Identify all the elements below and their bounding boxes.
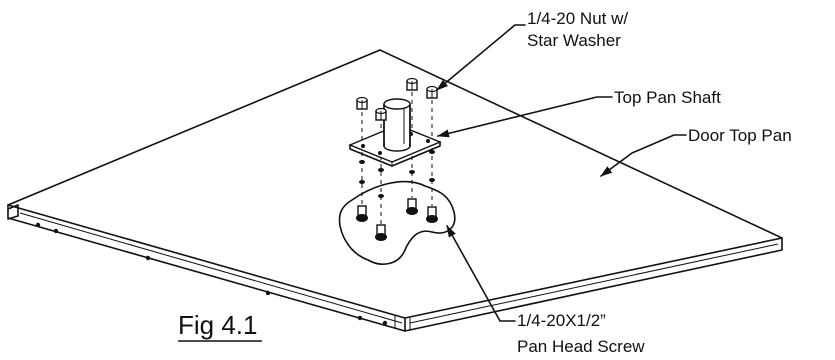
shaft-label: Top Pan Shaft (614, 88, 721, 107)
top-pan-shaft (348, 98, 442, 167)
nut-label-line2: Star Washer (527, 31, 621, 50)
leader-lines (436, 24, 687, 322)
screw-label-line1: 1/4-20X1/2” (517, 311, 606, 330)
screw-label-line2: Pan Head Screw (517, 337, 645, 356)
screw-outline (338, 180, 456, 265)
door-top-pan (7, 49, 783, 332)
pan-head-screws (356, 198, 438, 241)
pan-label: Door Top Pan (688, 126, 792, 145)
nut-label-line1: 1/4-20 Nut w/ (527, 9, 628, 28)
figure-caption: Fig 4.1 (178, 310, 258, 340)
nuts (356, 77, 438, 121)
